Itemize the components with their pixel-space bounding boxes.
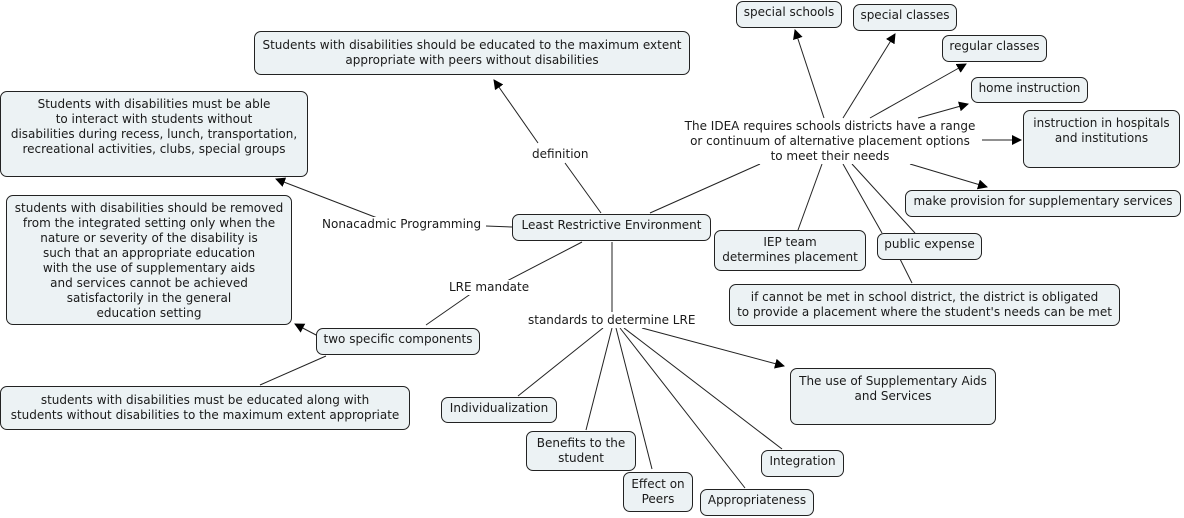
concept-definition-text[interactable]: Students with disabilities should be edu… [254,31,690,75]
concept-iep-team[interactable]: IEP team determines placement [714,230,866,271]
standard-effect-on-peers[interactable]: Effect on Peers [623,472,693,512]
concept-district-obligation[interactable]: if cannot be met in school district, the… [729,284,1120,326]
concept-two-specific-components[interactable]: two specific components [316,328,480,355]
placement-special-schools[interactable]: special schools [736,1,842,28]
standard-benefits-to-student[interactable]: Benefits to the student [526,431,636,471]
standard-individualization[interactable]: Individualization [441,397,557,423]
link-label-idea-continuum: The IDEA requires schools districts have… [678,119,982,164]
link-label-standards: standards to determine LRE [526,313,698,328]
concept-component-removed[interactable]: students with disabilities should be rem… [6,195,292,325]
link-label-definition: definition [530,147,591,162]
placement-supplementary-services[interactable]: make provision for supplementary service… [905,190,1181,217]
standard-supplementary-aids[interactable]: The use of Supplementary Aids and Servic… [790,368,996,425]
root-concept-least-restrictive-environment[interactable]: Least Restrictive Environment [512,214,711,241]
placement-special-classes[interactable]: special classes [853,4,957,31]
link-label-lre-mandate: LRE mandate [447,280,532,295]
concept-public-expense[interactable]: public expense [877,233,982,260]
concept-nonacademic-text[interactable]: Students with disabilities must be able … [0,91,308,177]
standard-integration[interactable]: Integration [761,450,844,477]
link-label-nonacademic-programming: Nonacadmic Programming [320,217,484,232]
standard-appropriateness[interactable]: Appropriateness [700,489,814,516]
placement-regular-classes[interactable]: regular classes [942,35,1047,62]
placement-home-instruction[interactable]: home instruction [971,77,1088,103]
concept-component-educated[interactable]: students with disabilities must be educa… [0,386,410,430]
placement-hospitals-institutions[interactable]: instruction in hospitals and institution… [1023,110,1180,168]
